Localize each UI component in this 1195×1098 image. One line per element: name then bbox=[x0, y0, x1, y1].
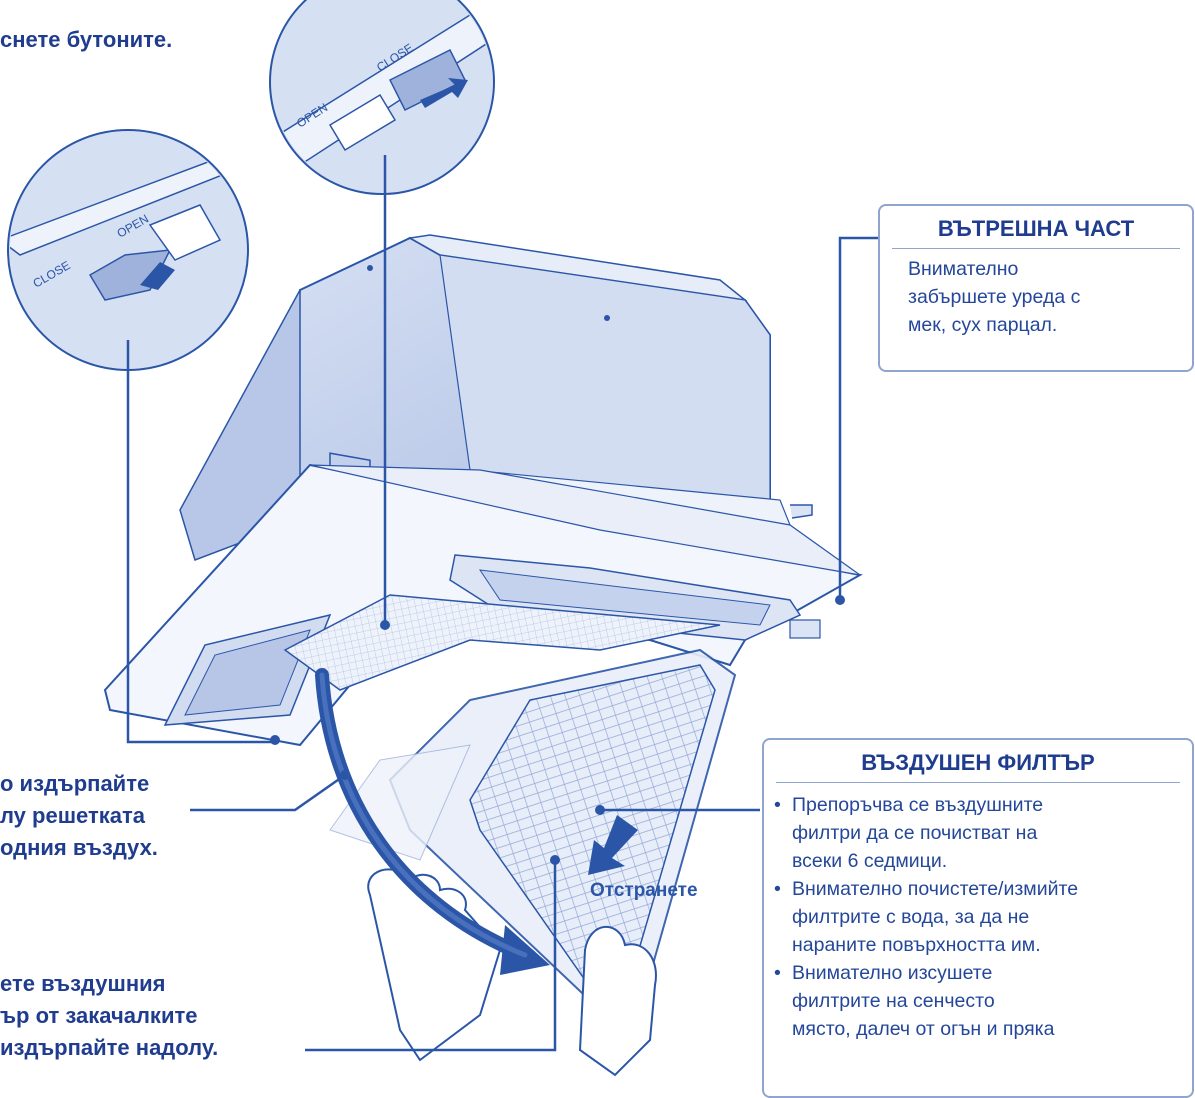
step-middle-line-2: лу решетката bbox=[0, 803, 146, 828]
front-panel bbox=[103, 463, 863, 747]
air-filter-bullet-1: Препоръчва се въздушните филтри да се по… bbox=[764, 791, 1192, 875]
remove-label: Отстранете bbox=[590, 880, 698, 901]
bullet-1-line-3: всеки 6 седмици. bbox=[792, 850, 948, 872]
inner-part-box: ВЪТРЕШНА ЧАСТ Внимателно забършете уреда… bbox=[878, 204, 1194, 372]
bullet-3-line-2: филтрите на сенчесто bbox=[792, 990, 995, 1012]
air-filter-title: ВЪЗДУШЕН ФИЛТЪР bbox=[776, 740, 1180, 783]
bullet-3-line-3: място, далеч от огън и пряка bbox=[792, 1018, 1055, 1040]
step-middle-line-1: о издърпайте bbox=[0, 771, 150, 796]
step-bottom-line-2: ър от закачалките bbox=[0, 1003, 198, 1028]
air-filter-bullets: Препоръчва се въздушните филтри да се по… bbox=[764, 783, 1192, 1043]
step-middle-line-3: одния въздух. bbox=[0, 835, 158, 860]
bullet-1-line-2: филтри да се почистват на bbox=[792, 822, 1038, 844]
step-top-text: снете бутоните. bbox=[0, 27, 173, 52]
bullet-2-line-1: Внимателно почистете/измийте bbox=[792, 878, 1079, 900]
bullet-3-line-1: Внимателно изсушете bbox=[792, 962, 993, 984]
air-filter-box: ВЪЗДУШЕН ФИЛТЪР Препоръчва се въздушните… bbox=[762, 738, 1194, 1098]
step-bottom-line-3: издърпайте надолу. bbox=[0, 1035, 219, 1060]
bullet-2-line-3: нараните повърхността им. bbox=[792, 934, 1041, 956]
air-filter-bullet-2: Внимателно почистете/измийте филтрите с … bbox=[764, 875, 1192, 959]
air-filter-bullet-3: Внимателно изсушете филтрите на сенчесто… bbox=[764, 959, 1192, 1043]
inner-part-line-2: забършете уреда с bbox=[908, 286, 1081, 308]
step-bottom-text: ете въздушния ър от закачалките издърпай… bbox=[0, 968, 218, 1064]
step-middle-text: о издърпайте лу решетката одния въздух. bbox=[0, 768, 158, 864]
inner-part-body: Внимателно забършете уреда с мек, сух па… bbox=[880, 249, 1192, 339]
hands-icon bbox=[367, 868, 657, 1077]
swing-arrow-head bbox=[500, 925, 550, 975]
leader-lines bbox=[126, 155, 880, 1052]
zoom-circle-top bbox=[269, 0, 495, 195]
step-bottom-line-1: ете въздушния bbox=[0, 971, 166, 996]
inner-part-line-3: мек, сух парцал. bbox=[908, 314, 1058, 336]
zoom-circle-left bbox=[7, 129, 249, 371]
remove-arrow-icon bbox=[588, 815, 638, 875]
bullet-2-line-2: филтрите с вода, за да не bbox=[792, 906, 1030, 928]
bullet-1-line-1: Препоръчва се въздушните bbox=[792, 794, 1044, 816]
inner-part-title: ВЪТРЕШНА ЧАСТ bbox=[892, 206, 1180, 249]
inner-part-line-1: Внимателно bbox=[908, 258, 1019, 280]
